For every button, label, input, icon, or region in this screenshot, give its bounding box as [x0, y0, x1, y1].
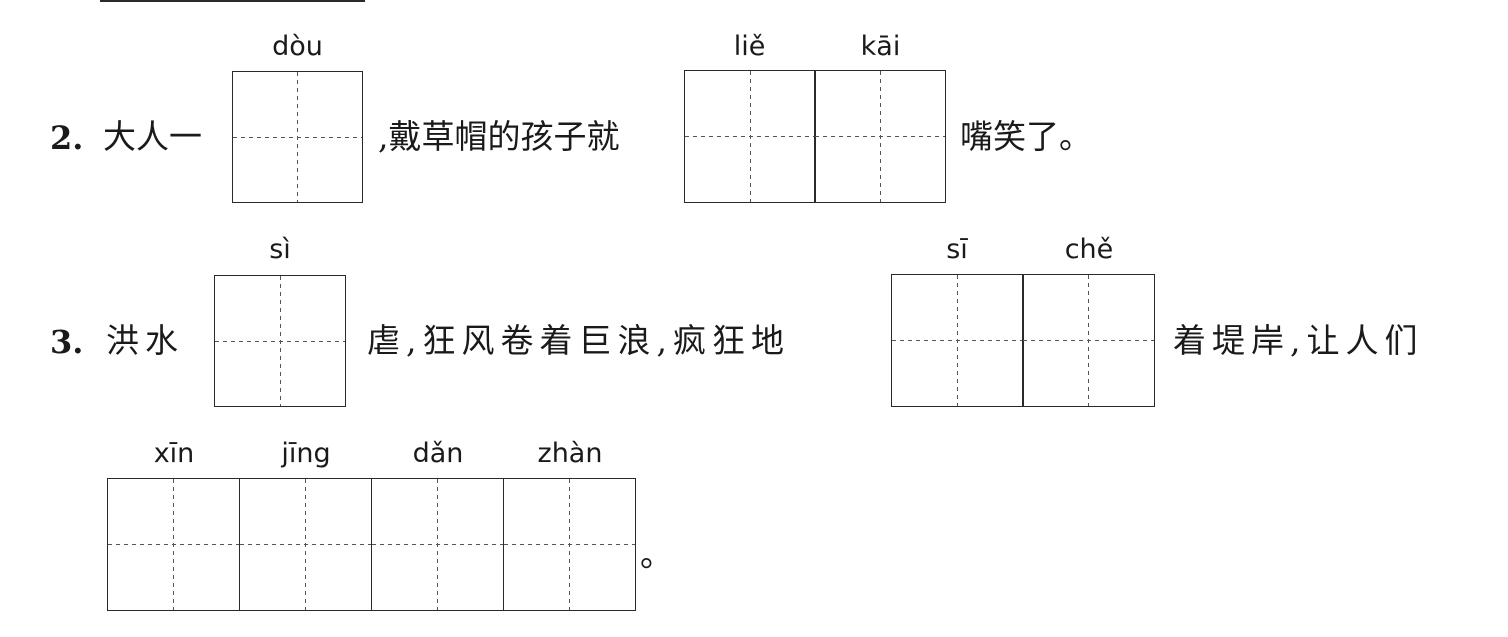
q2-answer-box-1[interactable] [232, 71, 363, 203]
q3-text-before-blank: 洪水 [106, 321, 184, 360]
q3-answer-box-5[interactable] [239, 478, 372, 611]
q3-pinyin-zhan: zhàn [537, 438, 603, 469]
q2-pinyin-dou: dòu [272, 31, 323, 62]
q3-pinyin-dan: dǎn [412, 438, 464, 469]
q3-text-middle: 虐,狂风卷着巨浪,疯狂地 [367, 321, 790, 360]
q3-text-after: 着堤岸,让人们 [1173, 321, 1424, 360]
q2-text-before-blank: 大人一 [103, 117, 202, 156]
q3-pinyin-si-tear: sī [946, 234, 968, 265]
q3-answer-box-2[interactable] [891, 274, 1024, 407]
question-3-number: 3. [50, 323, 84, 361]
q3-end-period: 。 [640, 535, 673, 574]
q3-pinyin-xin: xīn [153, 438, 195, 469]
q2-text-middle: ,戴草帽的孩子就 [378, 117, 620, 156]
q2-pinyin-lie: liě [733, 31, 766, 62]
q3-pinyin-jing: jīng [281, 438, 331, 469]
question-2-number: 2. [50, 119, 84, 157]
q2-pinyin-kai: kāi [860, 31, 901, 62]
q3-answer-box-1[interactable] [214, 275, 346, 407]
q3-answer-box-6[interactable] [371, 478, 504, 611]
q2-answer-box-3[interactable] [814, 70, 946, 203]
top-rule [100, 0, 365, 2]
q2-answer-box-2[interactable] [684, 70, 816, 203]
q3-answer-box-7[interactable] [503, 478, 636, 611]
q3-pinyin-che: chě [1064, 234, 1114, 265]
q3-answer-box-4[interactable] [107, 478, 240, 611]
q2-text-after: 嘴笑了。 [960, 117, 1092, 156]
q3-answer-box-3[interactable] [1022, 274, 1155, 407]
q3-pinyin-si: sì [269, 234, 291, 265]
